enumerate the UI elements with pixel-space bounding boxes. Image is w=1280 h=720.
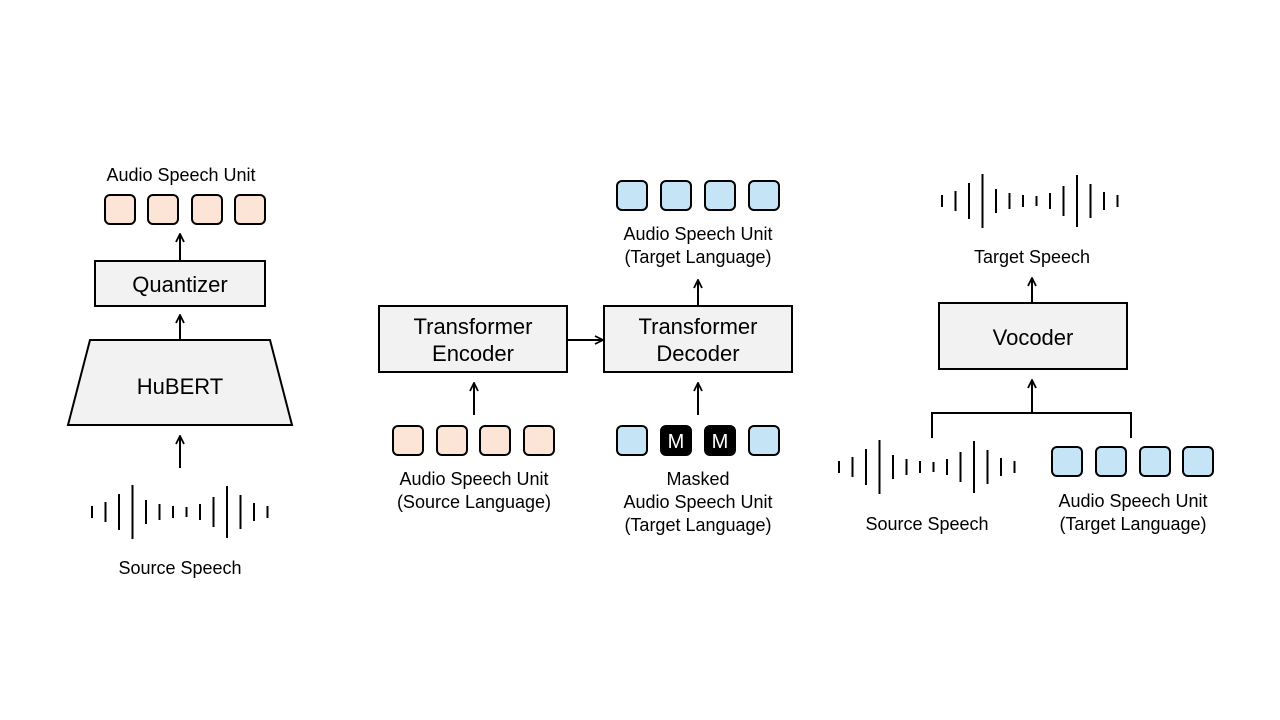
decoder-label-line2: Decoder (656, 341, 739, 366)
quantizer-label: Quantizer (132, 272, 227, 297)
masked-units-label-line2: Audio Speech Unit (623, 492, 772, 512)
target-unit-token (748, 180, 780, 211)
source-unit-token (479, 425, 511, 456)
target-speech-label: Target Speech (974, 247, 1090, 267)
source-speech-waveform (91, 485, 269, 539)
left-unit-tokens (104, 194, 266, 225)
source-unit-token (104, 194, 136, 225)
target-unit-token (1051, 446, 1083, 477)
mask-token-label: M (712, 431, 729, 453)
mask-token-label: M (668, 431, 685, 453)
middle-panel: Audio Speech Unit (Target Language) Tran… (378, 180, 793, 535)
target-unit-token (704, 180, 736, 211)
masked-units-label-line3: (Target Language) (624, 515, 771, 535)
right-panel: Target Speech Vocoder Source Speech Audi… (838, 174, 1214, 534)
target-unit-token (1182, 446, 1214, 477)
left-top-label: Audio Speech Unit (106, 165, 255, 185)
right-source-speech-label: Source Speech (865, 514, 988, 534)
decoder-output-label-line1: Audio Speech Unit (623, 224, 772, 244)
target-unit-token (660, 180, 692, 211)
encoder-label-line2: Encoder (432, 341, 514, 366)
transformer-decoder-block (603, 305, 793, 373)
vocoder-unit-tokens (1051, 446, 1214, 477)
target-unit-token (1095, 446, 1127, 477)
masked-units-label-line1: Masked (666, 469, 729, 489)
vocoder-label: Vocoder (993, 325, 1074, 350)
target-unit-token (616, 425, 648, 456)
vocoder-block (938, 302, 1128, 370)
decoder-label-line1: Transformer (639, 314, 758, 339)
decoder-output-tokens (616, 180, 780, 211)
vocoder-units-label-line2: (Target Language) (1059, 514, 1206, 534)
mask-token (660, 425, 692, 456)
target-speech-waveform (941, 174, 1119, 228)
left-panel: Audio Speech Unit Quantizer HuBERT Sourc… (66, 165, 294, 578)
transformer-encoder-block (378, 305, 568, 373)
encoder-input-tokens (392, 425, 555, 456)
source-unit-token (147, 194, 179, 225)
vocoder-units-label-line1: Audio Speech Unit (1058, 491, 1207, 511)
decoder-input-tokens: M M (616, 425, 780, 456)
source-unit-token (392, 425, 424, 456)
left-source-speech-label: Source Speech (118, 558, 241, 578)
hubert-label: HuBERT (137, 374, 223, 399)
quantizer-block (94, 260, 266, 307)
target-unit-token (748, 425, 780, 456)
target-unit-token (616, 180, 648, 211)
source-unit-token (191, 194, 223, 225)
encoder-label-line1: Transformer (414, 314, 533, 339)
source-unit-token (234, 194, 266, 225)
source-speech-waveform (838, 440, 1016, 494)
source-unit-token (436, 425, 468, 456)
target-unit-token (1139, 446, 1171, 477)
source-units-label-line1: Audio Speech Unit (399, 469, 548, 489)
mask-token (704, 425, 736, 456)
source-unit-token (523, 425, 555, 456)
vocoder-input-bracket (931, 412, 1132, 438)
hubert-block (66, 339, 294, 426)
source-units-label-line2: (Source Language) (397, 492, 551, 512)
decoder-output-label-line2: (Target Language) (624, 247, 771, 267)
